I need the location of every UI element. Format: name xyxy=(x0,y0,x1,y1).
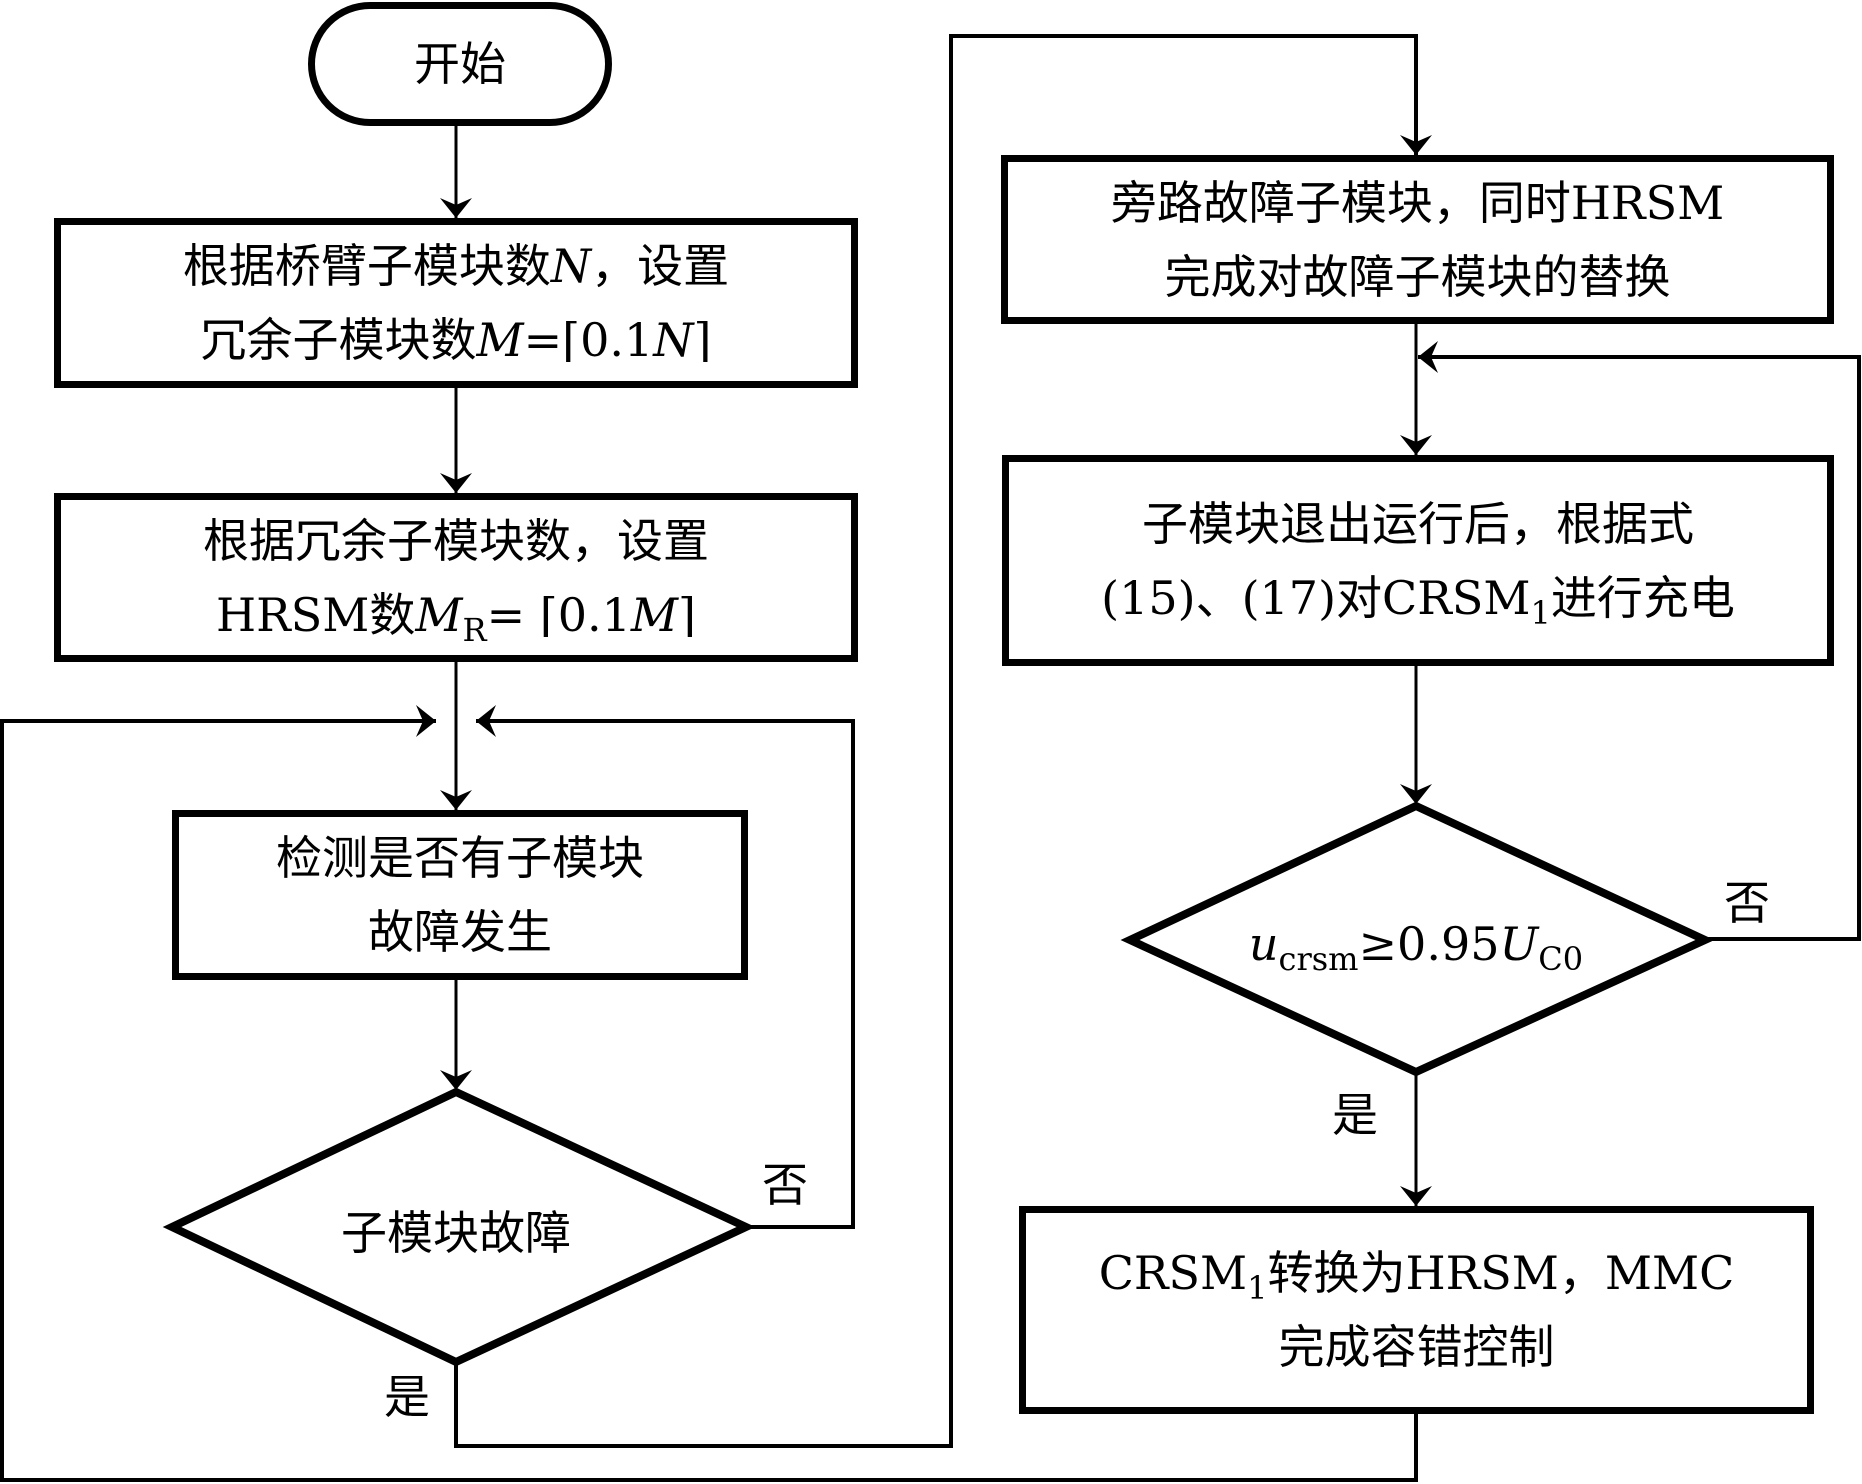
text: ≥0.95 xyxy=(1358,917,1500,971)
voltage-no-label: 否 xyxy=(1724,876,1770,930)
convert-line1: CRSM1转换为HRSM，MMC xyxy=(1099,1236,1735,1310)
detect-line1: 检测是否有子模块 xyxy=(276,831,644,885)
text: (15)、(17)对CRSM xyxy=(1101,570,1531,625)
loop-convert-to-detect xyxy=(0,705,1418,1482)
charge-line1: 子模块退出运行后，根据式 xyxy=(1142,496,1694,551)
set-redundant-line2: 冗余子模块数M=⌈0.1N⌉ xyxy=(201,303,712,377)
bypass-box: 旁路故障子模块，同时HRSM 完成对故障子模块的替换 xyxy=(1001,155,1834,324)
subscript: 1 xyxy=(1530,593,1551,632)
bypass-line1: 旁路故障子模块，同时HRSM xyxy=(1110,175,1725,230)
text: ⌉ xyxy=(678,587,696,642)
convert-box: CRSM1转换为HRSM，MMC 完成容错控制 xyxy=(1019,1206,1814,1414)
fault-decision-diamond xyxy=(162,1087,756,1367)
charge-box: 子模块退出运行后，根据式 (15)、(17)对CRSM1进行充电 xyxy=(1002,455,1834,666)
text: ⌉ xyxy=(693,313,712,367)
var-u: u xyxy=(1248,917,1279,971)
set-hrsm-box: 根据冗余子模块数，设置 HRSM数MR= ⌈0.1M⌉ xyxy=(54,493,858,662)
set-hrsm-line2: HRSM数MR= ⌈0.1M⌉ xyxy=(216,578,696,652)
convert-line2: 完成容错控制 xyxy=(1278,1320,1555,1374)
voltage-decision-label: ucrsm≥0.95UC0 xyxy=(1248,917,1583,975)
set-redundant-line1: 根据桥臂子模块数N，设置 xyxy=(183,229,729,303)
charge-line2: (15)、(17)对CRSM1进行充电 xyxy=(1101,561,1735,635)
var-m: M xyxy=(630,587,678,642)
set-redundant-box: 根据桥臂子模块数N，设置 冗余子模块数M=⌈0.1N⌉ xyxy=(54,218,858,388)
text: = ⌈0.1 xyxy=(486,587,631,642)
var-m: M xyxy=(476,313,524,367)
text: 转换为HRSM，MMC xyxy=(1267,1246,1735,1300)
detect-line2: 故障发生 xyxy=(368,905,552,959)
fault-no-label: 否 xyxy=(762,1158,808,1212)
voltage-yes-label: 是 xyxy=(1332,1088,1378,1142)
text: =⌈0.1 xyxy=(523,313,654,367)
text: CRSM xyxy=(1098,1246,1248,1300)
start-terminal: 开始 xyxy=(308,2,612,126)
loop-voltage-no xyxy=(1418,341,1861,941)
loop-fault-no xyxy=(476,705,855,1229)
text: 根据桥臂子模块数 xyxy=(182,239,551,293)
text: 进行充电 xyxy=(1550,570,1735,625)
var-n: N xyxy=(550,239,592,293)
path-fault-yes xyxy=(454,34,1432,1448)
text: HRSM数 xyxy=(216,587,416,642)
var-m: M xyxy=(415,587,463,642)
detect-box: 检测是否有子模块 故障发生 xyxy=(172,810,748,980)
var-n: N xyxy=(653,313,694,367)
start-label: 开始 xyxy=(414,37,506,91)
subscript: C0 xyxy=(1538,940,1584,978)
var-u-cap: U xyxy=(1499,917,1539,971)
voltage-decision-diamond xyxy=(1120,801,1715,1077)
set-hrsm-line1: 根据冗余子模块数，设置 xyxy=(203,513,709,568)
subscript: 1 xyxy=(1247,1269,1268,1307)
subscript: crsm xyxy=(1278,940,1359,978)
fault-decision-label: 子模块故障 xyxy=(341,1206,571,1260)
bypass-line2: 完成对故障子模块的替换 xyxy=(1164,249,1671,304)
text: ，设置 xyxy=(591,239,730,293)
text: 冗余子模块数 xyxy=(200,313,477,367)
fault-yes-label: 是 xyxy=(384,1370,430,1424)
subscript: R xyxy=(462,610,487,649)
